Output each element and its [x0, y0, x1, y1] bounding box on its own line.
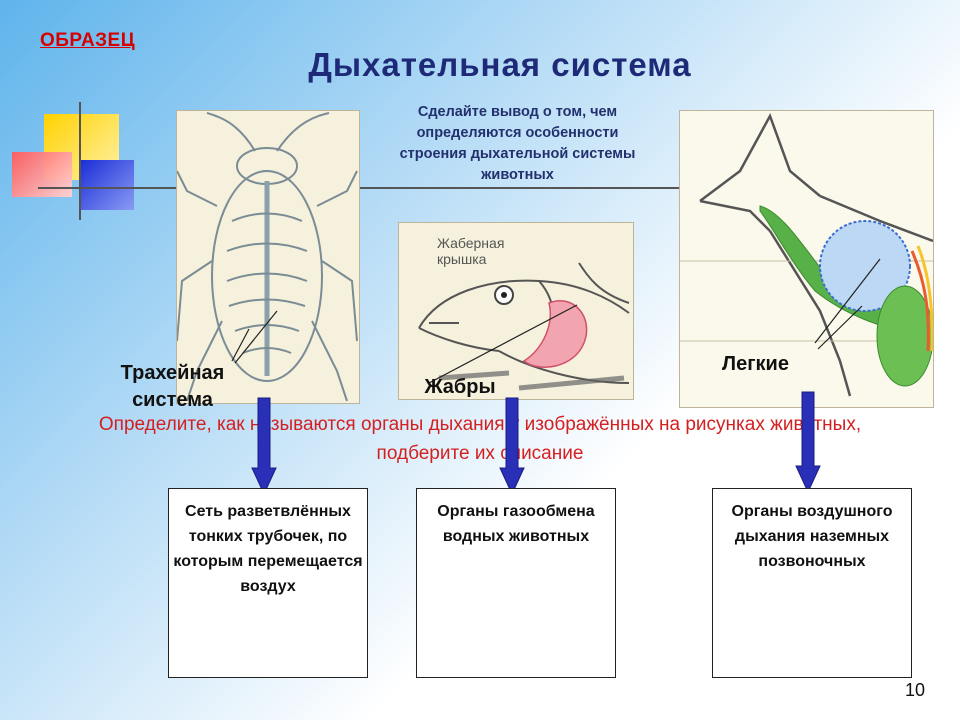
label-lungs: Легкие: [722, 353, 789, 375]
description-box-lungs: Органы воздушного дыхания наземных позво…: [712, 488, 912, 678]
fish-drawing: [418, 262, 630, 391]
label-tracheal-system: Трахейная система: [120, 362, 225, 411]
cockroach-illustration: [176, 110, 360, 404]
fish-illustration: Жаберная крышка: [398, 222, 634, 400]
page-number: 10: [905, 680, 926, 700]
task-instruction: Определите, как называются органы дыхани…: [98, 414, 862, 464]
arrow-down-icon: [795, 391, 821, 494]
decor-horizontal-line: [38, 187, 898, 189]
question-text: Сделайте вывод о том, чем определяются о…: [399, 104, 636, 183]
decor-vertical-line: [79, 102, 81, 220]
description-box-tracheal: Сеть разветвлённых тонких трубочек, по к…: [168, 488, 368, 678]
arrow-down-icon: [499, 397, 525, 496]
page-title: Дыхательная система: [308, 46, 692, 83]
decor-blue-square: [80, 160, 134, 210]
sample-label: ОБРАЗЕЦ: [40, 30, 136, 51]
decor-red-square: [12, 152, 72, 197]
gill-cover-caption: Жаберная крышка: [437, 235, 505, 267]
mammal-drawing: [680, 112, 934, 397]
mammal-illustration: [679, 110, 934, 408]
description-box-gills: Органы газообмена водных животных: [416, 488, 616, 678]
cockroach-drawing: [176, 112, 358, 402]
label-gills: Жабры: [424, 376, 496, 398]
arrow-down-icon: [251, 397, 277, 496]
